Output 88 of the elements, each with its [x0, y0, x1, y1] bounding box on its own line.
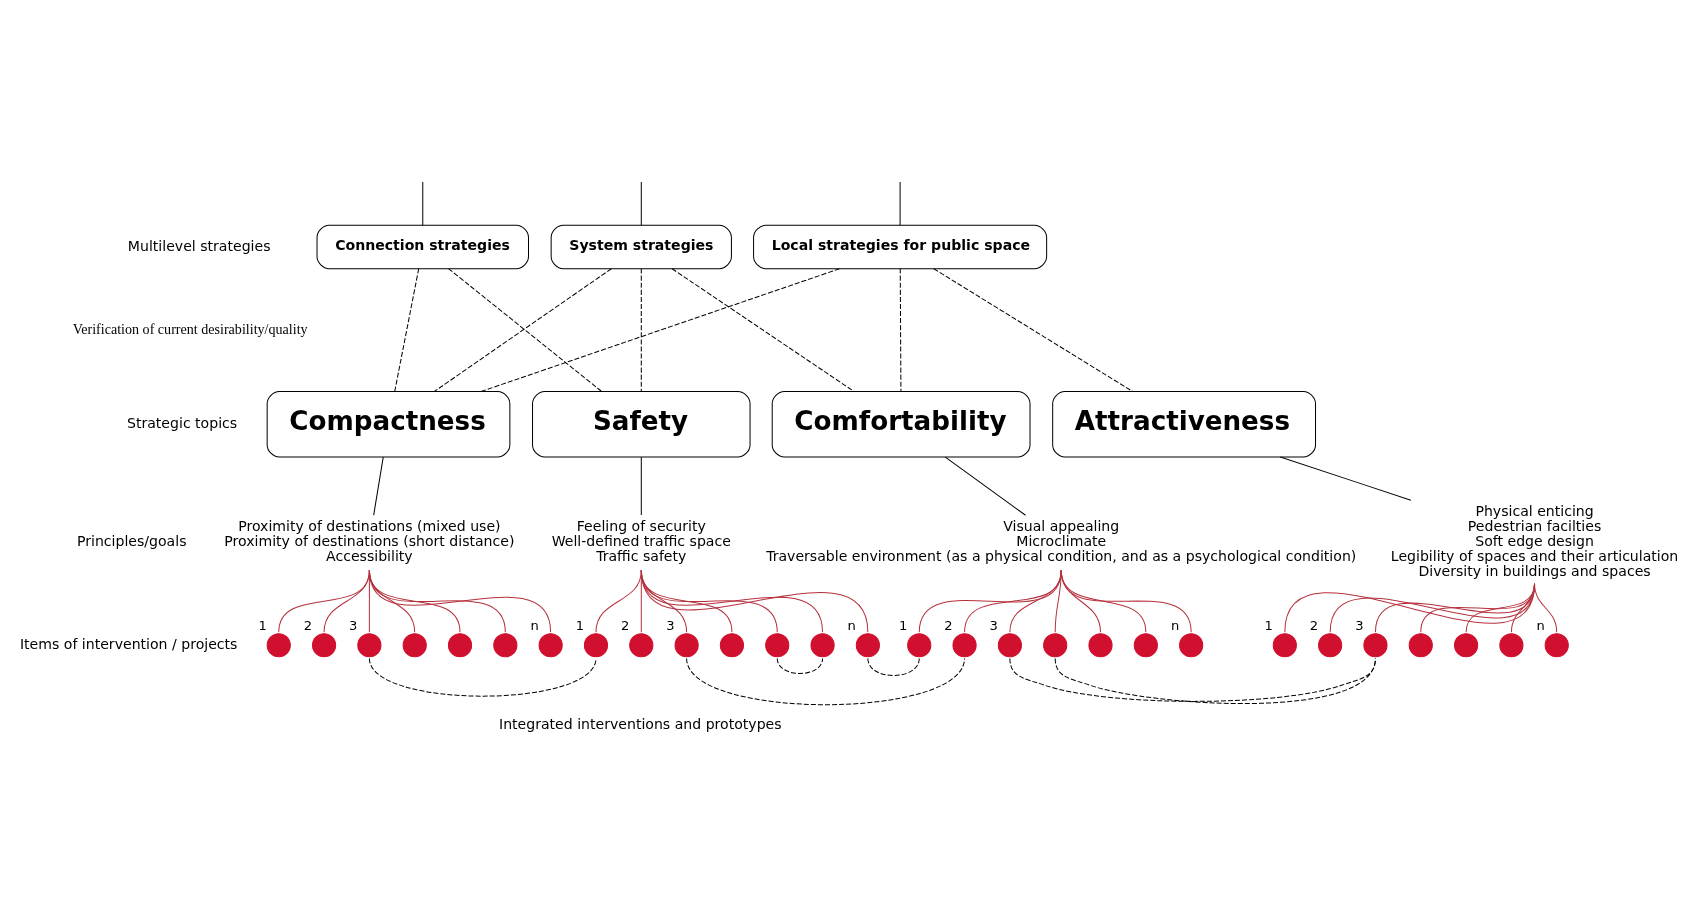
connector	[944, 456, 1027, 516]
node-circle	[629, 632, 654, 657]
node-circle	[719, 632, 744, 657]
connector	[1009, 569, 1062, 633]
node-circle	[311, 632, 337, 657]
node-text: Physical enticing Pedestrian facilties Soft edge design Legibility of spaces and their articulation Diversity in buildings and spaces	[1390, 502, 1679, 579]
connector	[1060, 569, 1192, 633]
node-label: n	[1536, 617, 1545, 633]
connector	[373, 456, 384, 516]
node-label: n	[530, 617, 539, 633]
connector	[1279, 456, 1412, 501]
node-circle	[1544, 632, 1569, 657]
node-circle	[1272, 632, 1297, 657]
connector	[933, 267, 1133, 392]
connector	[394, 267, 420, 392]
label: Verification of current desirability/quality	[72, 320, 308, 337]
node-label: 1	[898, 617, 908, 633]
label: Strategic topics	[126, 414, 238, 431]
connector	[640, 456, 642, 516]
node-text: Visual appealing Microclimate Traversable environment (as a physical condition, and as a psychological condition)	[766, 517, 1357, 564]
node-label: 3	[1355, 617, 1364, 633]
connector	[368, 569, 552, 633]
node-circle	[447, 632, 473, 657]
connector	[1054, 657, 1376, 704]
node-label: 2	[1309, 617, 1319, 633]
node-box: Compactness	[266, 390, 511, 457]
node-label: 1	[575, 617, 585, 633]
connector	[918, 569, 1062, 633]
node-label: n	[847, 617, 856, 633]
node-label: 2	[944, 617, 953, 633]
node-box: System strategies	[550, 224, 732, 269]
connector	[686, 657, 966, 705]
connector	[640, 569, 869, 633]
connector	[671, 267, 855, 392]
node-circle	[1318, 632, 1343, 657]
connector	[1009, 657, 1376, 702]
node-circle	[1043, 632, 1068, 657]
connector	[899, 267, 902, 392]
node-circle	[1133, 632, 1158, 657]
node-circle	[1088, 632, 1113, 657]
connector	[422, 181, 424, 226]
node-circle	[1179, 632, 1204, 657]
node-label: 3	[666, 617, 675, 633]
connector	[1534, 582, 1558, 633]
node-circle	[1454, 632, 1479, 657]
node-circle	[266, 632, 291, 657]
node-box: Comfortability	[771, 390, 1031, 457]
node-label: n	[1170, 617, 1180, 633]
label: Integrated interventions and prototypes	[498, 715, 782, 732]
node-circle	[357, 632, 382, 657]
node-circle	[583, 632, 609, 657]
node-circle	[674, 632, 699, 657]
node-box: Safety	[532, 390, 751, 457]
node-label: 2	[303, 617, 313, 633]
node-circle	[1408, 632, 1433, 657]
node-box: Connection strategies	[316, 224, 529, 269]
node-circle	[907, 632, 932, 657]
connector	[368, 657, 597, 697]
node-circle	[765, 632, 790, 657]
node-label: 1	[1264, 617, 1273, 633]
label: Principles/goals	[76, 532, 187, 549]
connector	[899, 181, 901, 226]
node-text: Proximity of destinations (mixed use) Proximity of destinations (short distance) Accessibility	[224, 517, 515, 564]
node-label: 2	[621, 617, 630, 633]
node-box: Local strategies for public space	[753, 224, 1048, 269]
connector	[776, 657, 824, 674]
node-circle	[402, 632, 427, 657]
connector	[867, 657, 920, 676]
node-label: 3	[989, 617, 998, 633]
label: Multilevel strategies	[127, 237, 271, 254]
connector	[481, 267, 840, 392]
node-circle	[855, 632, 880, 657]
connector	[640, 181, 642, 226]
node-circle	[493, 632, 518, 657]
node-circle	[810, 632, 835, 657]
connector	[964, 569, 1062, 633]
node-text: Feeling of security Well-defined traffic space Traffic safety	[551, 517, 731, 564]
node-label: 3	[349, 617, 358, 633]
connector	[640, 267, 642, 392]
node-circle	[1499, 632, 1524, 657]
label: Items of intervention / projects	[19, 635, 238, 652]
connector	[595, 569, 642, 633]
node-circle	[997, 632, 1022, 657]
node-box: Attractiveness	[1052, 390, 1317, 457]
node-circle	[952, 632, 977, 657]
node-circle	[1363, 632, 1388, 657]
node-circle	[538, 632, 563, 657]
node-label: 1	[258, 617, 267, 633]
